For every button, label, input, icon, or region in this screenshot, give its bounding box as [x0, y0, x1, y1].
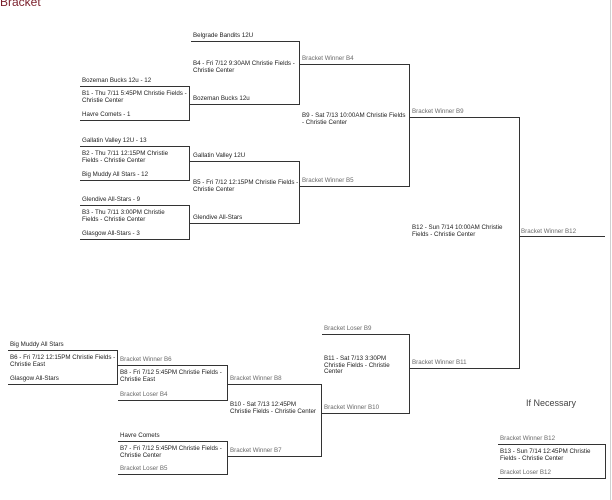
b6-top-team[interactable]: Big Muddy All Stars: [10, 341, 64, 348]
b10-top-line: [228, 384, 322, 385]
b5-connector: [299, 161, 300, 224]
b5-bottom-team[interactable]: Glendive All-Stars: [193, 214, 243, 221]
b2-top-team[interactable]: Gallatin Valley 12U - 13: [82, 137, 147, 144]
b11-game-info[interactable]: B11 - Sat 7/13 3:30PM Christie Fields - …: [324, 355, 390, 375]
b7-top-team[interactable]: Havre Comets: [120, 432, 160, 439]
b6-bottom-line: [8, 384, 118, 385]
b10-game-info[interactable]: B10 - Sat 7/13 12:45PM Christie Fields -…: [230, 401, 316, 415]
b8-bottom-team[interactable]: Bracket Loser B4: [120, 391, 168, 398]
b10-top-team[interactable]: Bracket Winner B8: [230, 375, 282, 382]
b4-game-info[interactable]: B4 - Fri 7/12 9:30AM Christie Fields - C…: [193, 60, 295, 74]
b12-bottom-line: [410, 368, 520, 369]
b4-top-team[interactable]: Belgrade Bandits 12U: [193, 32, 254, 39]
b11-bottom-line: [322, 413, 410, 414]
b12-top-team[interactable]: Bracket Winner B9: [412, 108, 464, 115]
b13-connector: [605, 444, 606, 479]
b1-bottom-team[interactable]: Havre Comets - 1: [82, 111, 131, 118]
b9-game-info[interactable]: B9 - Sat 7/13 10:00AM Christie Fields - …: [302, 112, 406, 126]
b5-top-line: [190, 161, 300, 162]
b9-top-line: [300, 64, 410, 65]
b8-top-line: [118, 365, 228, 366]
b2-top-line: [80, 146, 190, 147]
b3-game-info[interactable]: B3 - Thu 7/11 3:00PM Christie Fields - C…: [82, 209, 165, 223]
b10-connector: [321, 384, 322, 457]
b6-top-line: [8, 350, 118, 351]
b6-connector: [117, 350, 118, 385]
b3-top-line: [80, 205, 190, 206]
b1-top-line: [80, 86, 190, 87]
page-edge-divider: [610, 0, 611, 500]
b12-result-line: [519, 236, 605, 237]
b11-top-team[interactable]: Bracket Loser B9: [324, 325, 372, 332]
b4-connector: [299, 41, 300, 105]
b1-bottom-line: [80, 120, 190, 121]
b3-bottom-line: [80, 239, 190, 240]
b8-connector: [227, 365, 228, 401]
b7-game-info[interactable]: B7 - Fri 7/12 5:45PM Christie Fields - C…: [120, 445, 222, 459]
b8-bottom-line: [118, 400, 228, 401]
b13-top-line: [498, 444, 606, 445]
b9-bottom-team[interactable]: Bracket Winner B5: [302, 177, 354, 184]
b7-connector: [227, 441, 228, 475]
b5-game-info[interactable]: B5 - Fri 7/12 12:15PM Christie Fields - …: [193, 179, 299, 193]
b2-bottom-line: [80, 180, 190, 181]
b9-connector: [409, 64, 410, 187]
b13-bottom-team[interactable]: Bracket Loser B12: [500, 469, 551, 476]
b1-game-info[interactable]: B1 - Thu 7/11 5:45PM Christie Fields - C…: [82, 90, 187, 104]
b4-top-line: [191, 41, 300, 42]
b3-connector: [189, 205, 190, 240]
b12-result-label[interactable]: Bracket Winner B12: [521, 228, 577, 235]
b10-bottom-line: [228, 456, 322, 457]
b1-connector: [189, 86, 190, 121]
b1-top-team[interactable]: Bozeman Bucks 12u - 12: [82, 77, 152, 84]
b5-top-team[interactable]: Gallatin Valley 12U: [193, 152, 246, 159]
b3-bottom-team[interactable]: Glasgow All-Stars - 3: [82, 230, 140, 237]
b12-bottom-team[interactable]: Bracket Winner B11: [412, 359, 467, 366]
b9-top-team[interactable]: Bracket Winner B4: [302, 55, 354, 62]
b2-bottom-team[interactable]: Big Muddy All Stars - 12: [82, 171, 149, 178]
b6-game-info[interactable]: B6 - Fri 7/12 12:15PM Christie Fields - …: [10, 354, 116, 368]
if-necessary-label: If Necessary: [526, 398, 577, 408]
b9-bottom-line: [300, 186, 410, 187]
b8-top-team[interactable]: Bracket Winner B6: [120, 356, 172, 363]
b6-bottom-team[interactable]: Glasgow All-Stars: [10, 375, 59, 382]
b2-connector: [189, 146, 190, 181]
b4-bottom-line: [190, 104, 300, 105]
b3-top-team[interactable]: Glendive All-Stars - 9: [82, 196, 141, 203]
b12-connector: [519, 117, 520, 369]
b11-bottom-team[interactable]: Bracket Winner B10: [324, 404, 380, 411]
b5-bottom-line: [190, 223, 300, 224]
b4-bottom-team[interactable]: Bozeman Bucks 12u: [193, 95, 250, 102]
b7-bottom-team[interactable]: Bracket Loser B5: [120, 465, 168, 472]
b7-bottom-line: [118, 474, 228, 475]
b8-game-info[interactable]: B8 - Fri 7/12 5:45PM Christie Fields - C…: [120, 369, 222, 383]
b11-top-line: [322, 334, 410, 335]
b13-top-team[interactable]: Bracket Winner B12: [500, 435, 556, 442]
b10-bottom-team[interactable]: Bracket Winner B7: [230, 447, 282, 454]
b12-top-line: [410, 117, 520, 118]
b12-game-info[interactable]: B12 - Sun 7/14 10:00AM Christie Fields -…: [412, 224, 503, 238]
b13-game-info[interactable]: B13 - Sun 7/14 12:45PM Christie Fields -…: [500, 448, 591, 462]
b11-connector: [409, 334, 410, 414]
b2-game-info[interactable]: B2 - Thu 7/11 12:15PM Christie Fields - …: [82, 150, 169, 164]
b13-bottom-line: [498, 478, 606, 479]
page-title: Bracket: [0, 0, 41, 9]
b7-top-line: [118, 441, 228, 442]
